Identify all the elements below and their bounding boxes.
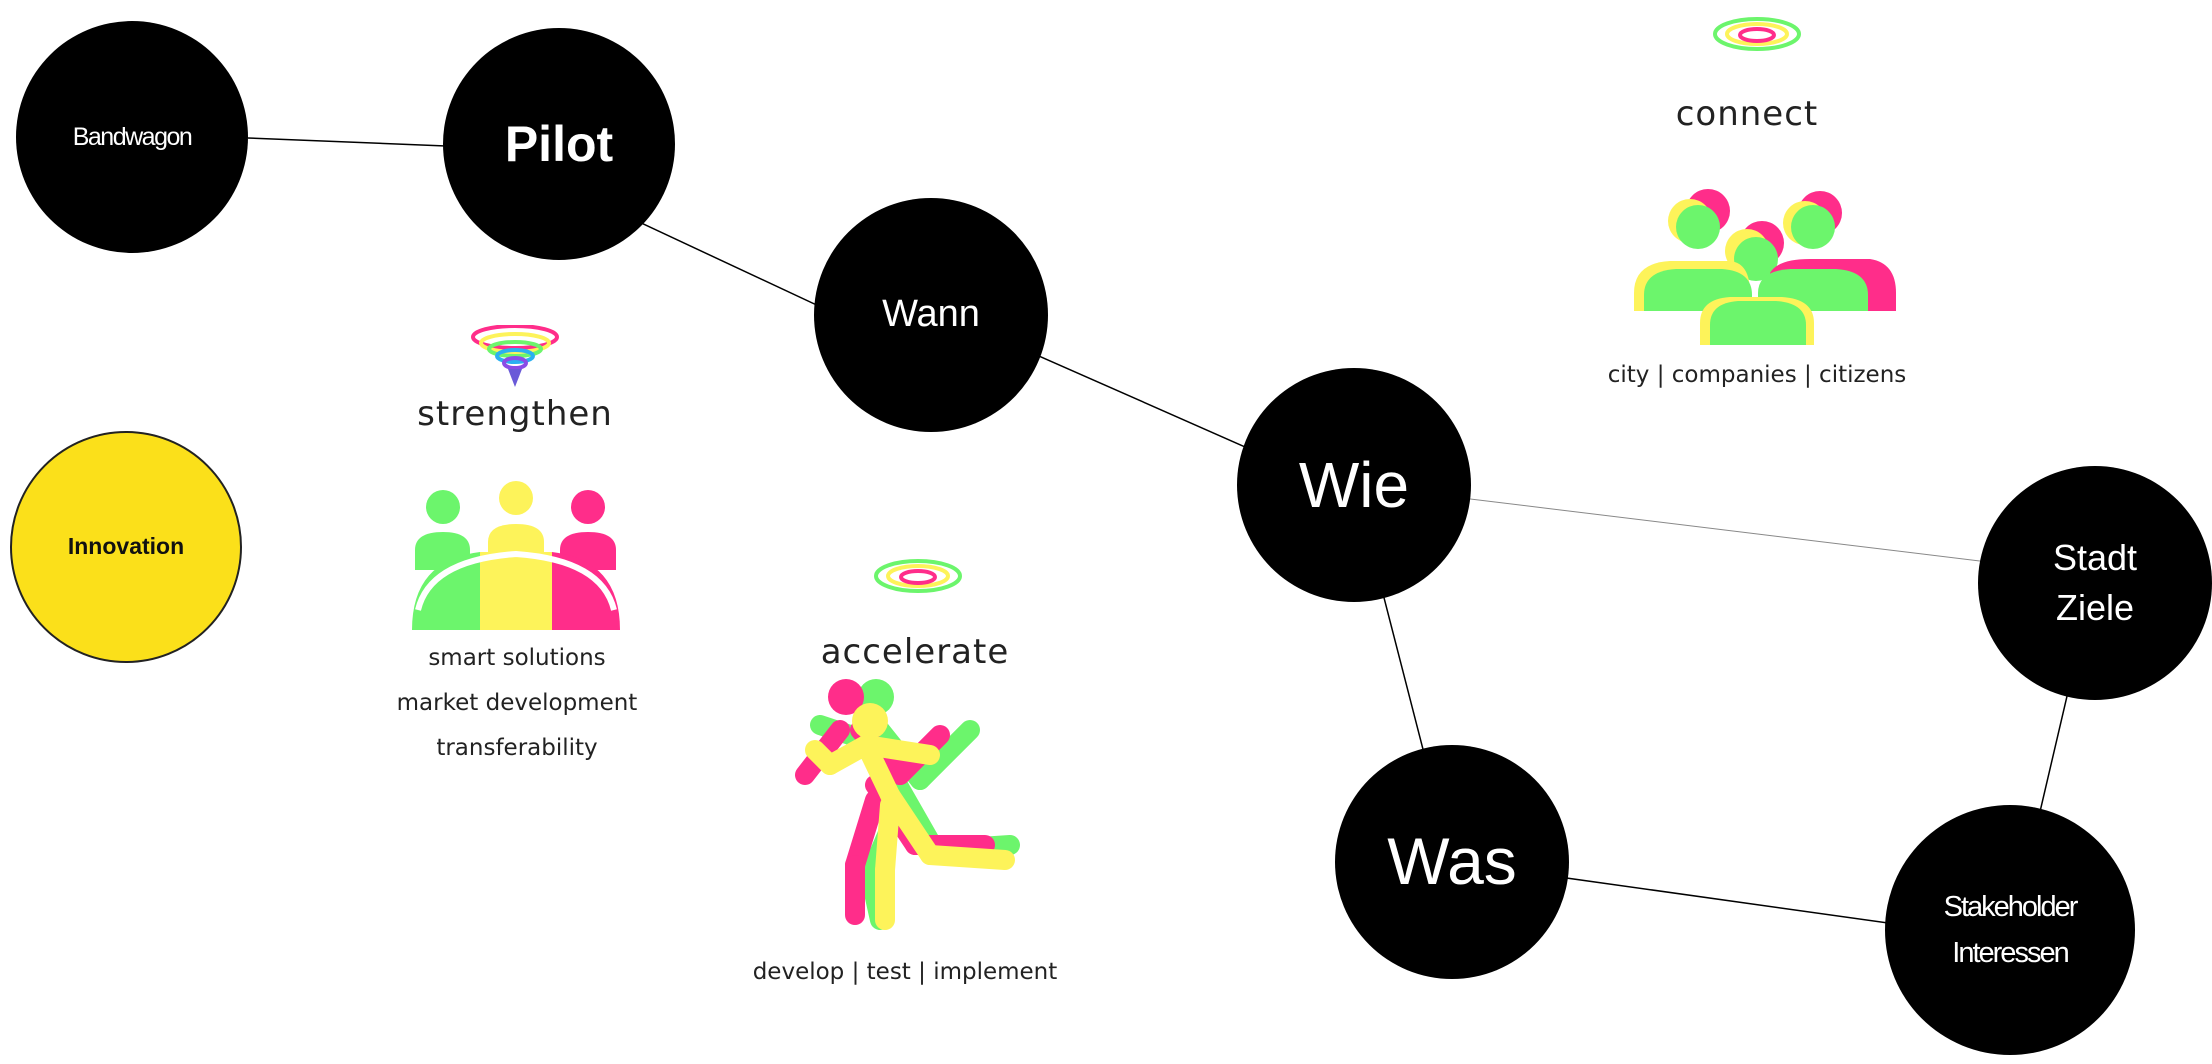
- strengthen-item-2: market development: [396, 690, 638, 716]
- node-wann[interactable]: Wann: [814, 198, 1048, 432]
- spiral-icon: [1713, 17, 1801, 51]
- runner-icon: [795, 679, 1020, 930]
- node-was[interactable]: Was: [1335, 745, 1569, 979]
- connect-title: connect: [1675, 94, 1819, 134]
- node-bandwagon[interactable]: Bandwagon: [16, 21, 248, 253]
- node-wann-label: Wann: [882, 293, 980, 336]
- node-innovation[interactable]: Innovation: [10, 431, 242, 663]
- node-pilot[interactable]: Pilot: [443, 28, 675, 260]
- node-stakeholder-line2: Interessen: [1952, 937, 2069, 969]
- strengthen-title: strengthen: [417, 394, 613, 434]
- spiral-funnel-icon: [471, 325, 559, 387]
- accelerate-title: accelerate: [820, 632, 1010, 672]
- accelerate-caption: develop | test | implement: [752, 959, 1058, 985]
- node-innovation-label: Innovation: [67, 533, 185, 560]
- node-wie[interactable]: Wie: [1237, 368, 1471, 602]
- node-stadt-ziele[interactable]: Stadt Ziele: [1978, 466, 2212, 700]
- node-wie-label: Wie: [1298, 448, 1410, 521]
- node-stadt-ziele-line2: Ziele: [2055, 587, 2135, 628]
- node-stakeholder-line1: Stakeholder: [1943, 891, 2079, 923]
- edge-bandwagon-pilot: [247, 137, 447, 147]
- strengthen-item-3: transferability: [436, 735, 598, 761]
- node-was-label: Was: [1387, 824, 1517, 899]
- spiral-icon: [874, 559, 962, 593]
- edge-wie-stadt: [1354, 484, 2096, 576]
- strengthen-item-1: smart solutions: [428, 645, 606, 671]
- connect-caption: city | companies | citizens: [1607, 362, 1907, 388]
- node-stakeholder-interessen[interactable]: Stakeholder Interessen: [1885, 805, 2135, 1055]
- node-stadt-ziele-line1: Stadt: [2052, 537, 2138, 578]
- node-bandwagon-label: Bandwagon: [72, 123, 193, 151]
- people-at-table-icon: [412, 481, 620, 630]
- group-people-icon: [1634, 189, 1896, 345]
- node-pilot-label: Pilot: [504, 116, 614, 172]
